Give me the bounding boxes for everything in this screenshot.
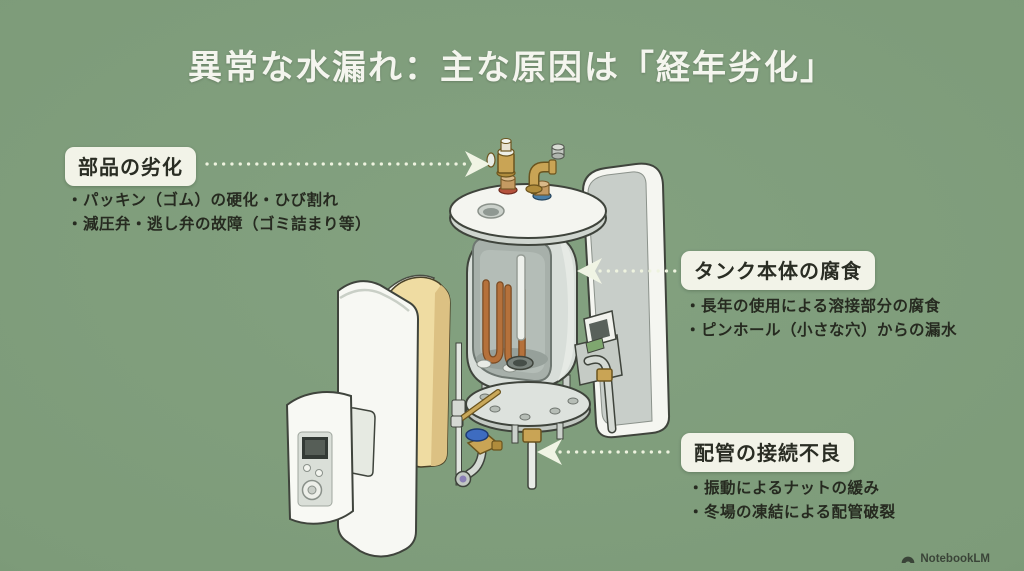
connection-nut: [596, 368, 613, 382]
top-lid: [449, 138, 607, 246]
return-pipe: [583, 354, 617, 434]
tank-body: [466, 228, 578, 392]
insulation-edge: [431, 285, 450, 466]
mixing-valve: [454, 428, 503, 488]
valve-blue-handle: [465, 428, 489, 442]
connection-nut: [522, 428, 542, 443]
outlet-pipe: [522, 428, 542, 490]
callout-bullets-tank: ・長年の使用による溶接部分の腐食 ・ピンホール（小さな穴）からの漏水: [685, 295, 957, 342]
anode-tube: [516, 254, 526, 341]
front-control-panel: [285, 391, 355, 525]
callout-bullets-parts: ・パッキン（ゴム）の硬化・ひび割れ ・減圧弁・逃し弁の故障（ゴミ詰まり等）: [67, 189, 371, 236]
red-port-fitting: [498, 174, 518, 195]
notebooklm-logo-icon: [901, 556, 915, 563]
bullet-item: ・減圧弁・逃し弁の故障（ゴミ詰まり等）: [67, 215, 372, 233]
pipe-cap: [551, 143, 565, 160]
watermark-brand: NotebookLM: [920, 553, 990, 565]
indicator-button: [315, 469, 323, 477]
callout-label-tank: タンク本体の腐食: [681, 251, 875, 290]
callout-label-parts: 部品の劣化: [65, 147, 196, 186]
water-heater-exploded-illustration: [285, 138, 671, 558]
bullet-item: ・ピンホール（小さな穴）からの漏水: [685, 321, 958, 339]
callout-label-pipes: 配管の接続不良: [681, 433, 854, 472]
bullet-item: ・振動によるナットの緩み: [688, 480, 880, 497]
relief-valve: [486, 138, 516, 178]
bullet-item: ・長年の使用による溶接部分の腐食: [685, 298, 941, 315]
indicator-button: [303, 464, 311, 472]
brass-pipe: [450, 389, 501, 428]
thermostat-box: [574, 310, 623, 386]
lid-port-hole: [477, 203, 505, 219]
bullet-item: ・パッキン（ゴム）の硬化・ひび割れ: [67, 192, 339, 209]
callout-bullets-pipes: ・振動によるナットの緩み ・冬場の凍結による配管破裂: [688, 477, 896, 524]
inlet-elbow: [525, 159, 557, 195]
drain-port: [506, 355, 534, 371]
page-title: 異常な水漏れ：主な原因は「経年劣化」: [188, 49, 836, 87]
bullet-item: ・冬場の凍結による配管破裂: [688, 503, 896, 521]
notebooklm-watermark: NotebookLM: [901, 553, 990, 565]
